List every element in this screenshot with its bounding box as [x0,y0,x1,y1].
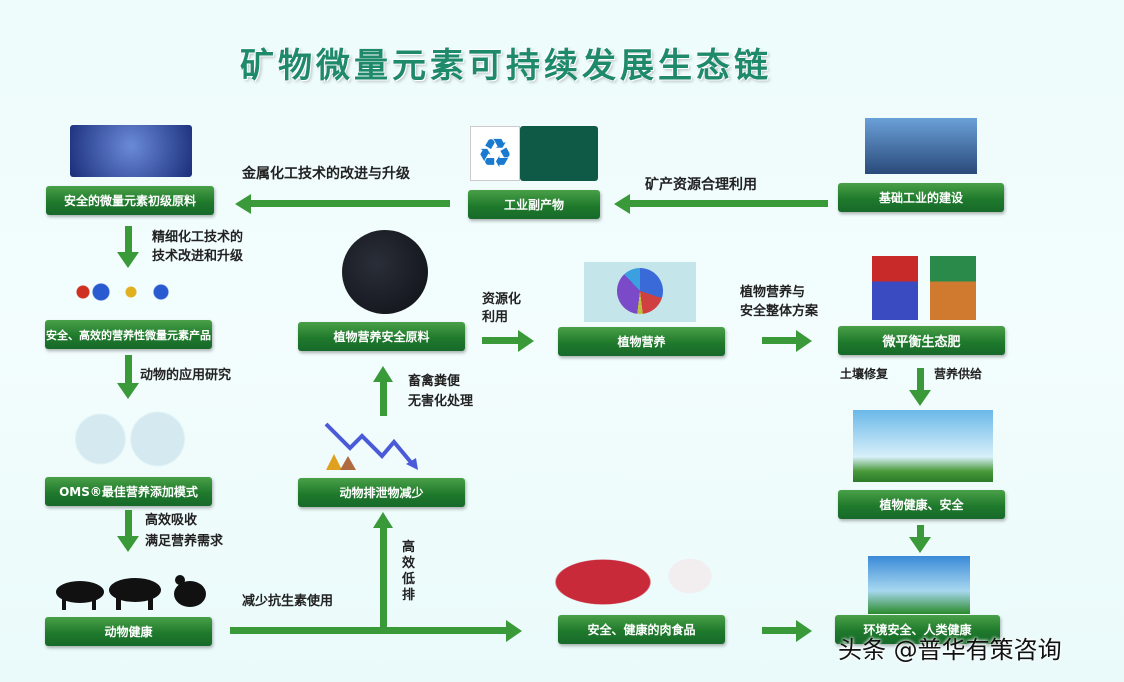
node-excreta-reduce: 动物排泄物减少 [298,478,465,507]
water-drops-image [853,410,993,482]
node-fertilizer: 微平衡生态肥 [838,326,1005,355]
node-meat-food: 安全、健康的肉食品 [558,615,725,644]
declining-arrow-image [322,420,442,472]
label-resource-1: 资源化 [482,292,522,307]
node-plant-health: 植物健康、安全 [838,490,1005,519]
network-spheres-image [64,410,194,468]
label-metal-chem: 金属化工技术的改进与升级 [242,166,410,182]
chicken-image [665,556,715,596]
recycle-icon: ♻ [470,126,520,181]
meat-image [548,556,658,608]
node-primary-material: 安全的微量元素初级原料 [46,186,214,215]
node-basic-industry: 基础工业的建设 [838,183,1004,212]
node-oms-mode: OMS®最佳营养添加模式 [45,477,212,506]
label-fine-chem-2: 技术改进和升级 [152,249,244,264]
factory-image [865,118,977,174]
pie-chart-image [584,262,696,322]
label-absorb-2: 满足营养需求 [145,534,224,549]
molecule-network-image [70,125,192,177]
byproduct-texture-image [520,126,598,181]
label-fine-chem-1: 精细化工技术的 [152,230,244,245]
label-absorb-1: 高效吸收 [145,513,198,528]
node-industrial-byproduct: 工业副产物 [468,190,600,219]
label-manure-2: 无害化处理 [408,394,474,409]
globe-environment-image [868,556,970,614]
label-reduce-antibiotics: 减少抗生素使用 [242,594,334,609]
label-scheme-1: 植物营养与 [740,285,806,300]
black-powder-image [342,230,428,314]
fertilizer-bag-green-image [930,256,976,320]
livestock-silhouettes-image [50,572,215,612]
page-title: 矿物微量元素可持续发展生态链 [240,46,772,86]
node-plant-nutrition: 植物营养 [558,327,725,356]
label-mineral-use: 矿产资源合理利用 [645,177,757,193]
fertilizer-bags-image [872,256,918,320]
node-plant-material: 植物营养安全原料 [298,322,465,351]
node-env-health: 环境安全、人类健康 [835,615,1000,644]
label-manure-1: 畜禽粪便 [408,374,461,389]
label-low-emission: 高效低排 [402,540,416,603]
label-animal-research: 动物的应用研究 [140,368,232,383]
molecules-image [65,274,185,310]
label-soil-repair: 土壤修复 [840,367,889,381]
label-scheme-2: 安全整体方案 [740,304,819,319]
node-animal-health: 动物健康 [45,617,212,646]
label-resource-2: 利用 [482,310,509,325]
watermark: 头条 @普华有策咨询 [838,636,1062,664]
node-trace-product: 安全、高效的营养性微量元素产品 [45,320,212,349]
label-nutrient-supply: 营养供给 [934,367,983,381]
